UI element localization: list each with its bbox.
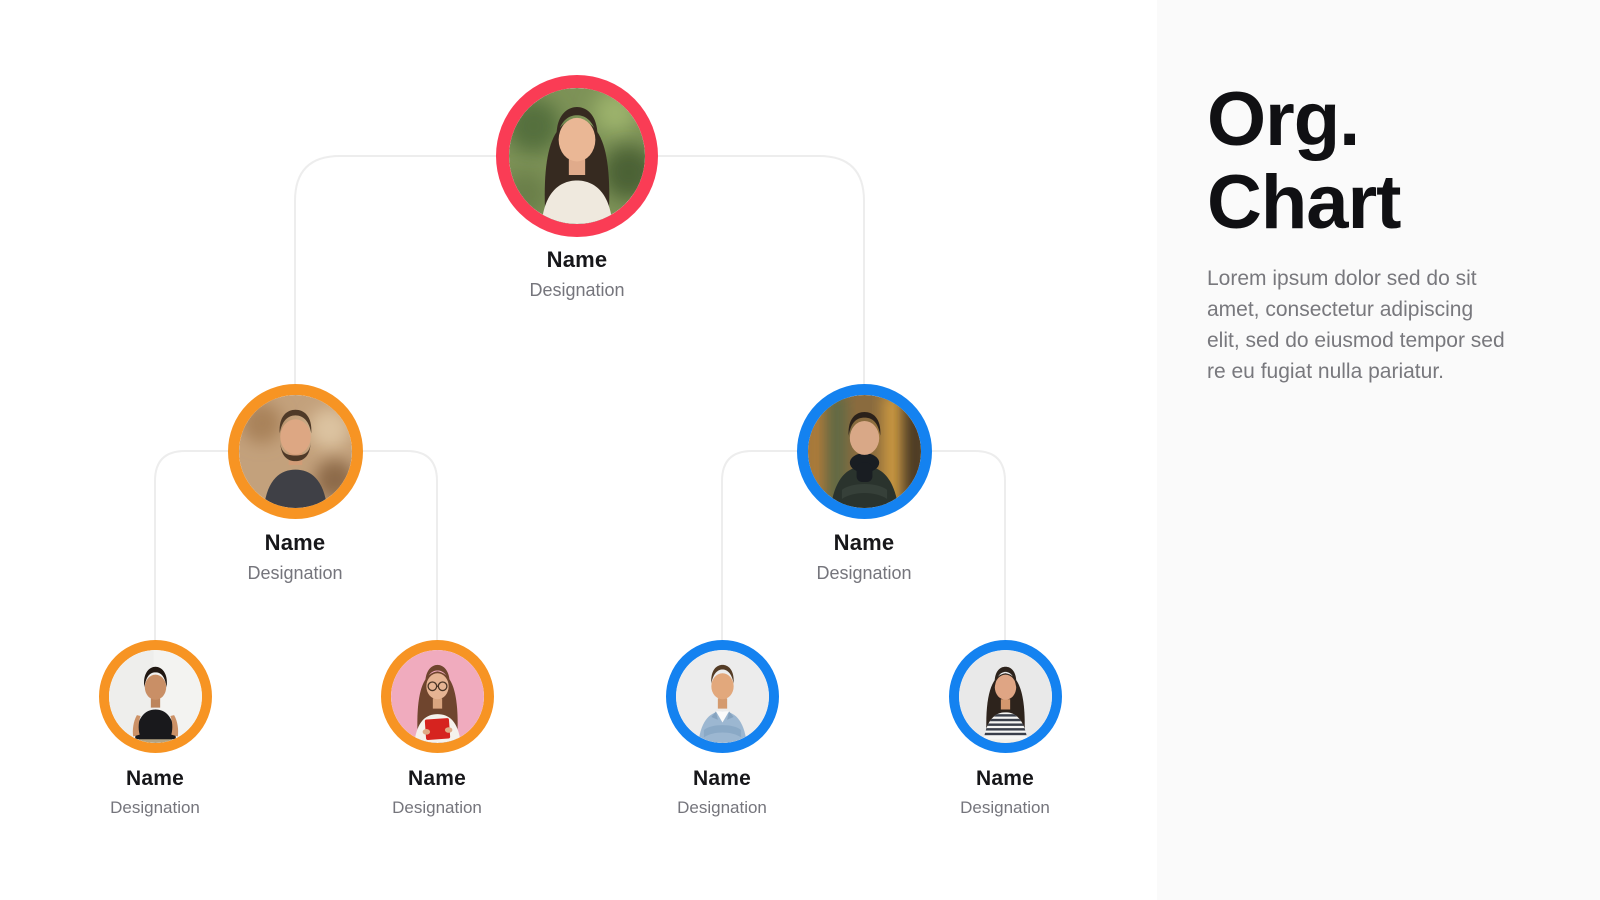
org-node-child-3: Name Designation — [612, 640, 832, 818]
org-node-root: Name Designation — [467, 75, 687, 301]
child-1-name: Name — [126, 767, 184, 790]
young-man-black-tshirt-portrait-image — [108, 650, 202, 743]
org-node-child-4: Name Designation — [895, 640, 1115, 818]
level2-left-name: Name — [264, 530, 326, 555]
info-panel: Org. Chart Lorem ipsum dolor sed do sit … — [1157, 0, 1600, 900]
description-line: Lorem ipsum dolor sed do sit — [1207, 267, 1477, 290]
child-4-photo-ring — [948, 640, 1062, 753]
child-3-photo-ring — [665, 640, 779, 753]
org-node-level2-left: Name Designation — [185, 384, 405, 584]
bearded-man-portrait-image — [238, 395, 352, 508]
child-2-designation: Designation — [392, 798, 482, 817]
child-4-designation: Designation — [960, 798, 1050, 817]
level2-right-photo-ring — [796, 384, 932, 519]
child-1-photo-ring — [98, 640, 212, 753]
org-node-child-2: Name Designation — [327, 640, 547, 818]
man-scarf-autumn-portrait-image — [807, 395, 921, 508]
page-title-line-2: Chart — [1207, 160, 1401, 245]
level2-left-photo-ring — [227, 384, 363, 519]
description-line: amet, consectetur adipiscing — [1207, 298, 1474, 321]
description-line: elit, sed do eiusmod tempor sed — [1207, 329, 1505, 352]
woman-long-hair-portrait-image — [509, 88, 645, 224]
woman-striped-top-portrait-image — [958, 650, 1052, 743]
child-3-designation: Designation — [677, 798, 767, 817]
child-2-photo-ring — [380, 640, 494, 753]
description-text: Lorem ipsum dolor sed do sit amet, conse… — [1207, 263, 1552, 387]
level2-right-name: Name — [833, 530, 895, 555]
level2-right-designation: Designation — [816, 563, 912, 583]
description-line: re eu fugiat nulla pariatur. — [1207, 360, 1444, 383]
root-photo-ring — [496, 75, 658, 237]
man-denim-shirt-portrait-image — [675, 650, 769, 743]
root-name: Name — [546, 247, 608, 272]
child-1-designation: Designation — [110, 798, 200, 817]
woman-glasses-red-book-portrait-image — [390, 650, 484, 743]
level2-left-designation: Designation — [247, 563, 343, 583]
page-title-line-1: Org. — [1207, 77, 1360, 162]
org-node-level2-right: Name Designation — [754, 384, 974, 584]
root-designation: Designation — [529, 280, 625, 300]
child-3-name: Name — [693, 767, 751, 790]
child-2-name: Name — [408, 767, 466, 790]
page-title: Org. Chart — [1207, 77, 1401, 245]
org-node-child-1: Name Designation — [45, 640, 265, 818]
child-4-name: Name — [976, 767, 1034, 790]
